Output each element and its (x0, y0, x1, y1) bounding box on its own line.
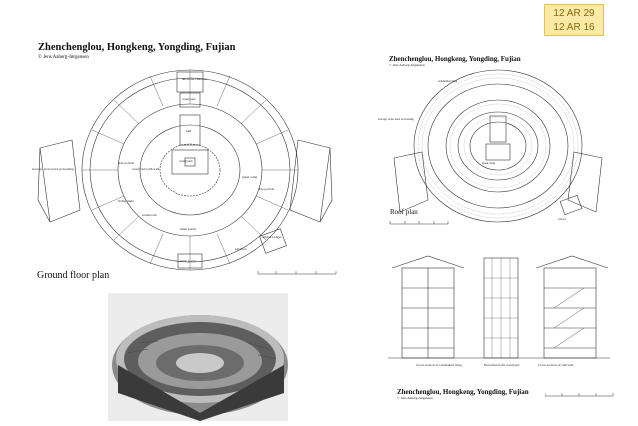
section-title: Zhenchenglou, Hongkeng, Yongding, Fujian (397, 388, 529, 396)
roof-label-school: school (558, 217, 566, 221)
label-courtyard-with-well: courtyard with well (132, 167, 159, 171)
section-drawings: Cross section of residential wing Elevat… (388, 255, 610, 367)
roof-plan-drawing: residential wing storage, store used as … (378, 69, 603, 225)
label-guest-wing: guest wing (242, 175, 258, 179)
roof-plan-title: Zhenchenglou, Hongkeng, Yongding, Fujian (389, 55, 521, 63)
label-pavilion: pavilion (235, 247, 247, 251)
label-courtyard-top: courtyard (182, 97, 196, 101)
label-side-portals-right: side portals (258, 187, 275, 191)
label-animal-lodges: animal lodges (262, 235, 282, 239)
ground-plan-credit: © Jens Aaberg-Jørgensen (38, 55, 89, 60)
label-courtyard: courtyard (179, 159, 193, 163)
section-label-stairwell: Cross section of stairwell (538, 363, 574, 367)
roof-plan-credit: © Jens Aaberg-Jørgensen (389, 63, 425, 67)
label-main-portal: main portal (180, 227, 196, 231)
course-tag: 12 AR 29 12 AR 16 (544, 4, 604, 36)
roof-plan-caption: Roof plan (390, 208, 418, 216)
section-scale-bar (545, 393, 614, 397)
label-ancestral-chamber: ancestral chamber (182, 77, 208, 81)
aerial-photo (108, 293, 288, 421)
label-main-portal-bottom: main portal (180, 259, 196, 263)
course-tag-line-1: 12 AR 29 (553, 8, 595, 19)
roof-label-residential-wing: residential wing (438, 79, 458, 83)
ground-plan-title: Zhenchenglou, Hongkeng, Yongding, Fujian (38, 42, 236, 53)
section-credit: © Jens Aaberg-Jørgensen (397, 396, 433, 400)
label-side-portals-left: side portals (118, 161, 135, 165)
label-hall: hall (186, 129, 191, 133)
ground-plan-caption: Ground floor plan (37, 270, 110, 281)
roof-label-storage-housing: storage, store used as housing (378, 117, 414, 122)
section-label-residential: Cross section of residential wing (416, 363, 462, 367)
section-label-elevation: Elevation from courtyard (484, 363, 520, 367)
label-washroom: washroom (142, 213, 157, 217)
course-tag-line-2: 12 AR 16 (553, 22, 595, 33)
ground-floor-plan-drawing: ancestral chamber courtyard hall courtya… (32, 69, 337, 275)
roof-label-guest-wing: guest wing (482, 161, 496, 165)
label-living-units: living units (118, 199, 134, 203)
label-storage-housing: storage, store used as housing (32, 167, 74, 172)
